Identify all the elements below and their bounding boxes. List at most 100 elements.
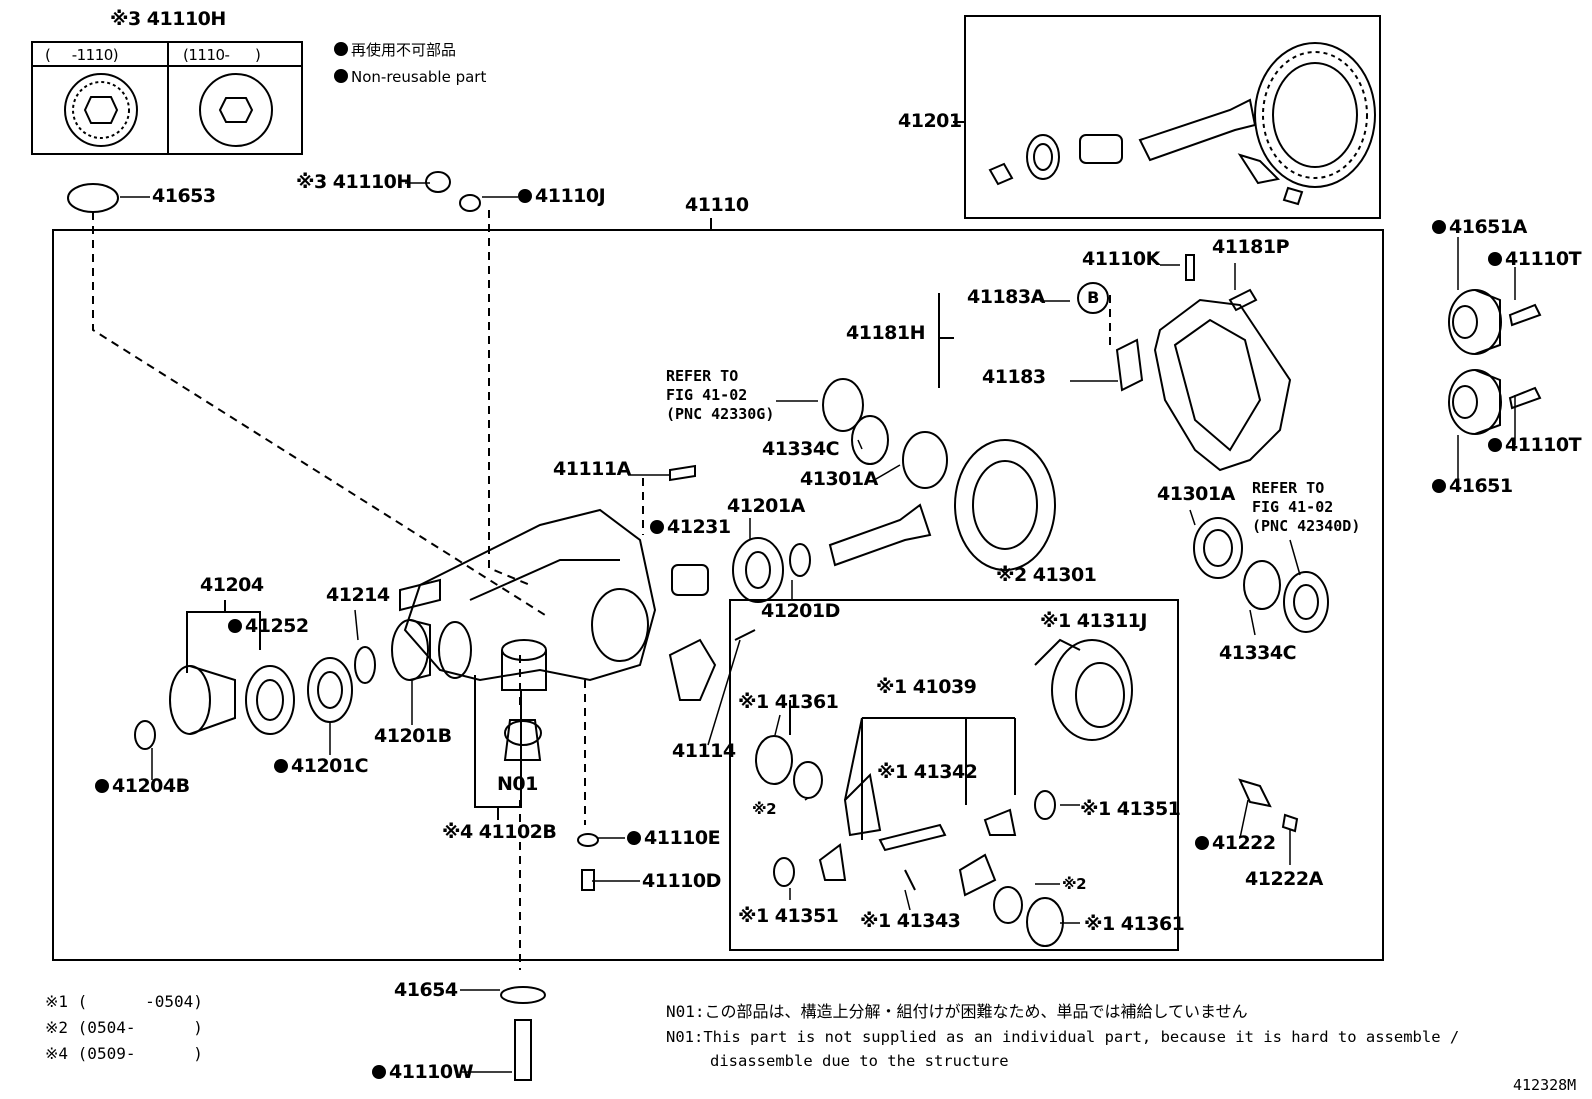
part-41214[interactable]: 41214 xyxy=(326,584,390,606)
inset-box-41110H xyxy=(31,41,303,155)
part-41653[interactable]: 41653 xyxy=(152,185,216,207)
legend-text-jp: 再使用不可部品 xyxy=(351,41,457,59)
part-41361-left[interactable]: ※1 41361 xyxy=(738,691,839,713)
part-41102B[interactable]: ※4 41102B xyxy=(442,821,557,843)
part-41222[interactable]: 41222 xyxy=(1195,834,1276,853)
part-41110E[interactable]: 41110E xyxy=(627,829,721,848)
part-label: 41201C xyxy=(291,755,369,777)
dot-icon xyxy=(518,189,532,203)
dot-icon xyxy=(1488,252,1502,266)
dot-icon xyxy=(228,619,242,633)
differential-internals xyxy=(755,638,1133,947)
part-label: 41110T xyxy=(1505,248,1582,270)
dot-icon xyxy=(627,831,641,845)
footnote-2: ※2 (0504- ) xyxy=(45,1018,203,1037)
part-41110H[interactable]: ※3 41110H xyxy=(296,171,412,193)
footnote-1: ※1 ( -0504) xyxy=(45,992,203,1011)
part-41114[interactable]: 41114 xyxy=(672,740,736,762)
part-label: 41651A xyxy=(1449,216,1527,238)
bottom-parts xyxy=(67,171,1299,1081)
note-n01-jp: N01:この部品は、構造上分解・組付けが困難なため、単品では補給していません xyxy=(666,1002,1248,1021)
footnote-4: ※4 (0509- ) xyxy=(45,1044,203,1063)
inset-col-left: ( -1110) xyxy=(45,46,119,64)
part-N01[interactable]: N01 xyxy=(497,773,538,795)
dot-icon xyxy=(372,1065,386,1079)
dot-icon xyxy=(1195,836,1209,850)
inset-col-right: (1110- ) xyxy=(183,46,261,64)
legend-non-reusable-en: Non-reusable part xyxy=(334,69,486,85)
part-41334C-upper[interactable]: 41334C xyxy=(762,438,840,460)
drive-flange-41204 xyxy=(134,619,431,750)
pinion-parts xyxy=(668,378,1056,701)
part-41311J[interactable]: ※1 41311J xyxy=(1040,610,1147,632)
part-41110[interactable]: 41110 xyxy=(685,194,749,216)
part-41204[interactable]: 41204 xyxy=(200,574,264,596)
part-41351-right[interactable]: ※1 41351 xyxy=(1080,798,1181,820)
carrier-housing xyxy=(399,508,657,691)
leader-lines xyxy=(120,182,1516,1073)
dot-icon xyxy=(650,520,664,534)
part-41252[interactable]: 41252 xyxy=(228,617,309,636)
part-41039[interactable]: ※1 41039 xyxy=(876,676,977,698)
part-41183A[interactable]: 41183A xyxy=(967,286,1045,308)
box-41201 xyxy=(953,15,1381,219)
part-41334C-lower[interactable]: 41334C xyxy=(1219,642,1297,664)
part-41361-right[interactable]: ※1 41361 xyxy=(1084,913,1185,935)
part-41201[interactable]: 41201 xyxy=(898,110,962,132)
part-41110T-bottom[interactable]: 41110T xyxy=(1488,434,1582,456)
part-41654[interactable]: 41654 xyxy=(394,979,458,1001)
part-41111A[interactable]: 41111A xyxy=(553,458,631,480)
part-label: 41110J xyxy=(535,185,606,207)
part-41343[interactable]: ※1 41343 xyxy=(860,910,961,932)
dot-icon xyxy=(274,759,288,773)
part-41651A[interactable]: 41651A xyxy=(1432,218,1527,237)
part-label: 41204B xyxy=(112,775,190,797)
callout-B[interactable]: B xyxy=(1077,282,1109,314)
part-41301[interactable]: ※2 41301 xyxy=(996,564,1097,586)
part-label: 41651 xyxy=(1449,475,1513,497)
legend-non-reusable-jp: 再使用不可部品 xyxy=(334,42,456,58)
part-label: 41231 xyxy=(667,516,731,538)
dot-icon xyxy=(1432,479,1446,493)
part-41201C[interactable]: 41201C xyxy=(274,755,369,777)
dot-icon xyxy=(1488,438,1502,452)
part-label: 41110W xyxy=(389,1061,474,1083)
side-bearing-parts xyxy=(1193,517,1329,633)
part-41231[interactable]: 41231 xyxy=(650,518,731,537)
refer-note-42340D: REFER TO FIG 41-02 (PNC 42340D) xyxy=(1252,479,1361,535)
part-label: 41110T xyxy=(1505,434,1582,456)
part-41351-left[interactable]: ※1 41351 xyxy=(738,905,839,927)
note-n01-en-1: N01:This part is not supplied as an indi… xyxy=(666,1028,1460,1046)
dot-icon xyxy=(334,69,348,83)
inset-title: ※3 41110H xyxy=(110,8,226,30)
rear-cover-41181H xyxy=(938,254,1292,472)
part-41301A-upper[interactable]: 41301A xyxy=(800,468,878,490)
box-41301 xyxy=(729,599,1179,951)
part-41342[interactable]: ※1 41342 xyxy=(877,761,978,783)
footnote-ref-2-left[interactable]: ※2 xyxy=(752,800,777,818)
part-41110T-top[interactable]: 41110T xyxy=(1488,248,1582,270)
part-41110W[interactable]: 41110W xyxy=(372,1061,474,1083)
dot-icon xyxy=(1432,220,1446,234)
part-41222A[interactable]: 41222A xyxy=(1245,868,1323,890)
part-41183[interactable]: 41183 xyxy=(982,366,1046,388)
figure-id: 412328M xyxy=(1513,1076,1577,1094)
part-41301A-lower[interactable]: 41301A xyxy=(1157,483,1235,505)
part-41651[interactable]: 41651 xyxy=(1432,477,1513,496)
part-41201A[interactable]: 41201A xyxy=(727,495,805,517)
part-41110K[interactable]: 41110K xyxy=(1082,248,1160,270)
dot-icon xyxy=(334,42,348,56)
part-41181H[interactable]: 41181H xyxy=(846,322,926,344)
footnote-ref-2-right[interactable]: ※2 xyxy=(1062,875,1087,893)
part-41201D[interactable]: 41201D xyxy=(761,600,840,622)
part-41204B[interactable]: 41204B xyxy=(95,777,190,796)
bracket-lines xyxy=(186,600,522,820)
dot-icon xyxy=(95,779,109,793)
part-41110J[interactable]: 41110J xyxy=(518,185,606,207)
part-41181P[interactable]: 41181P xyxy=(1212,236,1290,258)
part-41201B[interactable]: 41201B xyxy=(374,725,452,747)
refer-note-42330G: REFER TO FIG 41-02 (PNC 42330G) xyxy=(666,367,775,423)
part-41110D[interactable]: 41110D xyxy=(642,870,721,892)
